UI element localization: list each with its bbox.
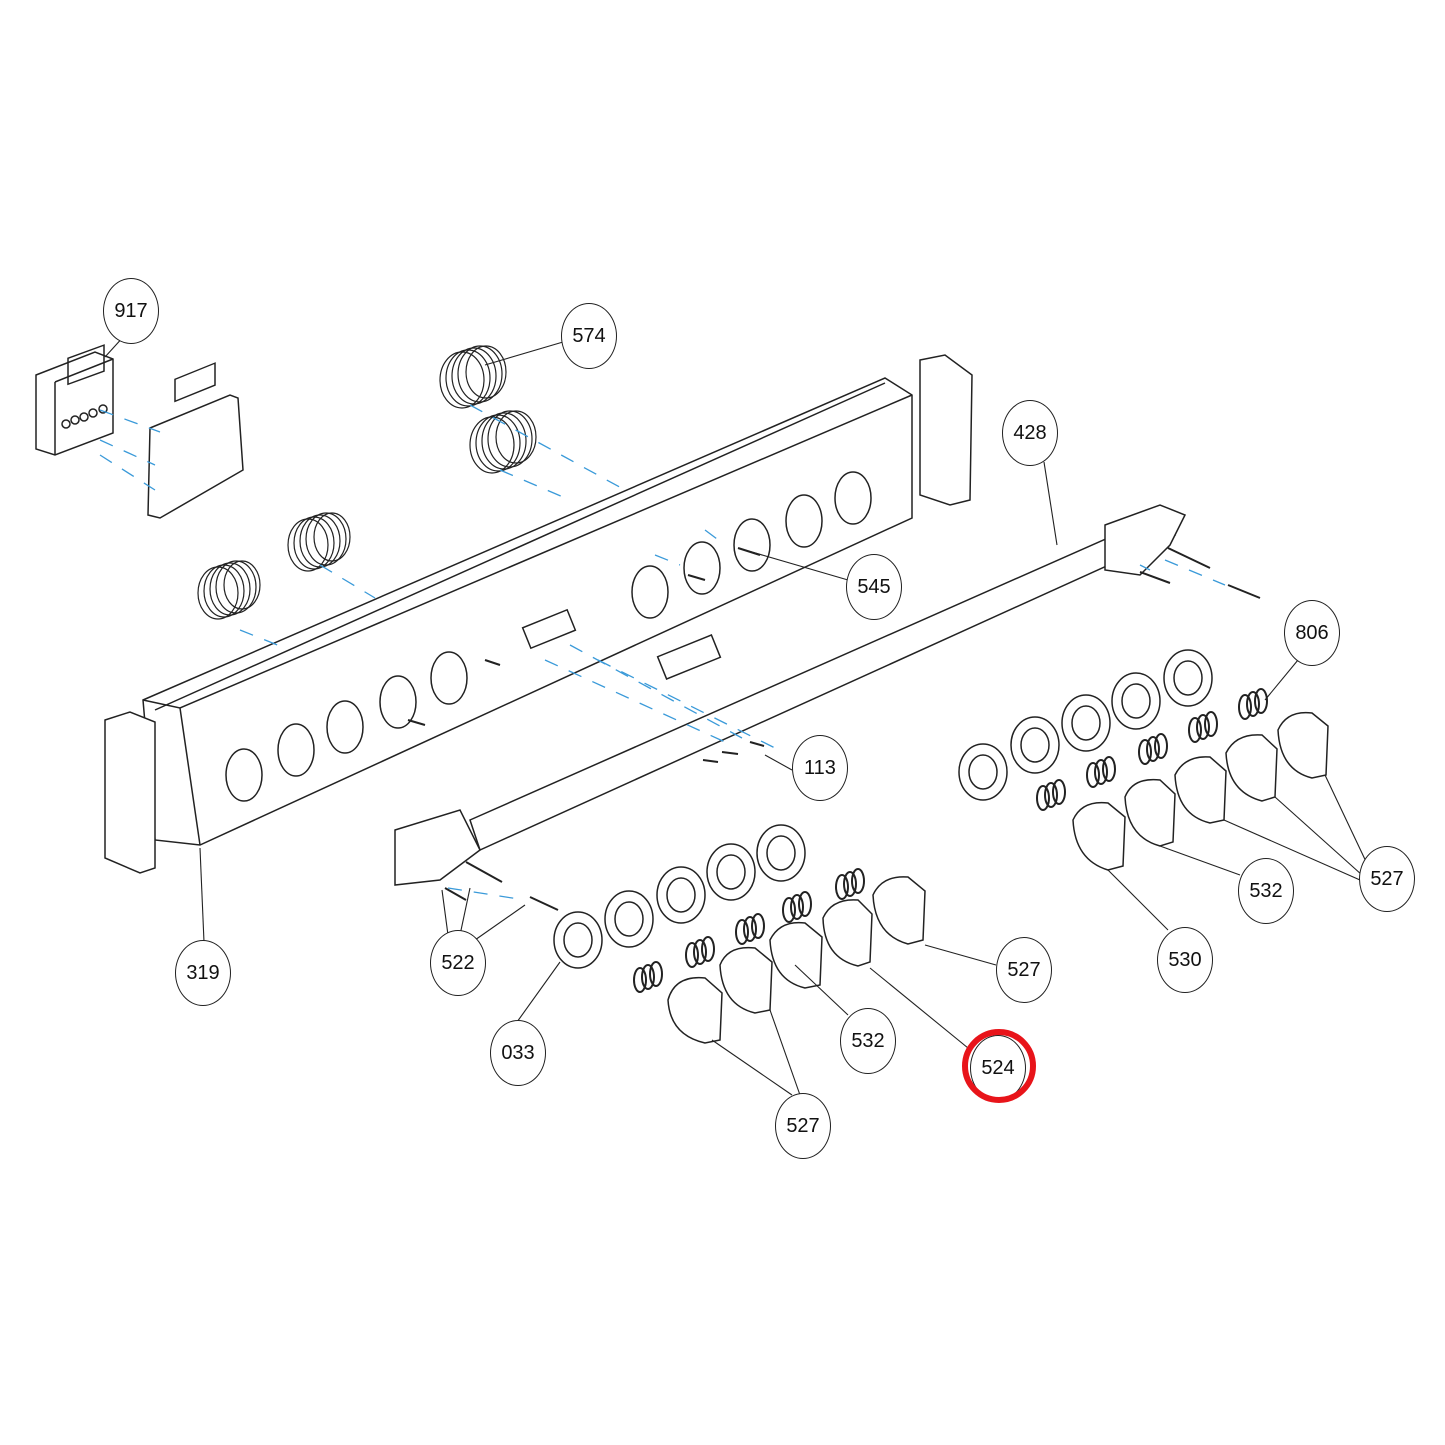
callout-113[interactable]: 113 [792,735,848,801]
callout-527-right[interactable]: 527 [1359,846,1415,912]
callout-319[interactable]: 319 [175,940,231,1006]
callout-532-right[interactable]: 532 [1238,858,1294,924]
handle-rail-drawing [394,504,1187,886]
callout-532-left[interactable]: 532 [840,1008,896,1074]
clock-module-drawing [35,344,114,456]
knobs-drawing [667,711,1329,1044]
callout-527-left-bottom[interactable]: 527 [775,1093,831,1159]
leader-lines [104,334,1371,1096]
callout-033[interactable]: 033 [490,1020,546,1086]
callout-574[interactable]: 574 [561,303,617,369]
control-panel-drawing [104,354,973,874]
callout-806[interactable]: 806 [1284,600,1340,666]
clock-bracket-drawing [147,362,244,519]
callout-545[interactable]: 545 [846,554,902,620]
assembly-axis-lines [99,404,1226,901]
callout-527-left-top[interactable]: 527 [996,937,1052,1003]
highlight-ring-524 [962,1029,1036,1103]
callout-428[interactable]: 428 [1002,400,1058,466]
knob-bezels-right-drawing [958,649,1213,801]
springs-drawing [633,688,1268,993]
callout-530[interactable]: 530 [1157,927,1213,993]
knob-bezels-left-drawing [553,824,806,969]
coil-drawing [197,345,537,620]
callout-522[interactable]: 522 [430,930,486,996]
callout-917[interactable]: 917 [103,278,159,344]
